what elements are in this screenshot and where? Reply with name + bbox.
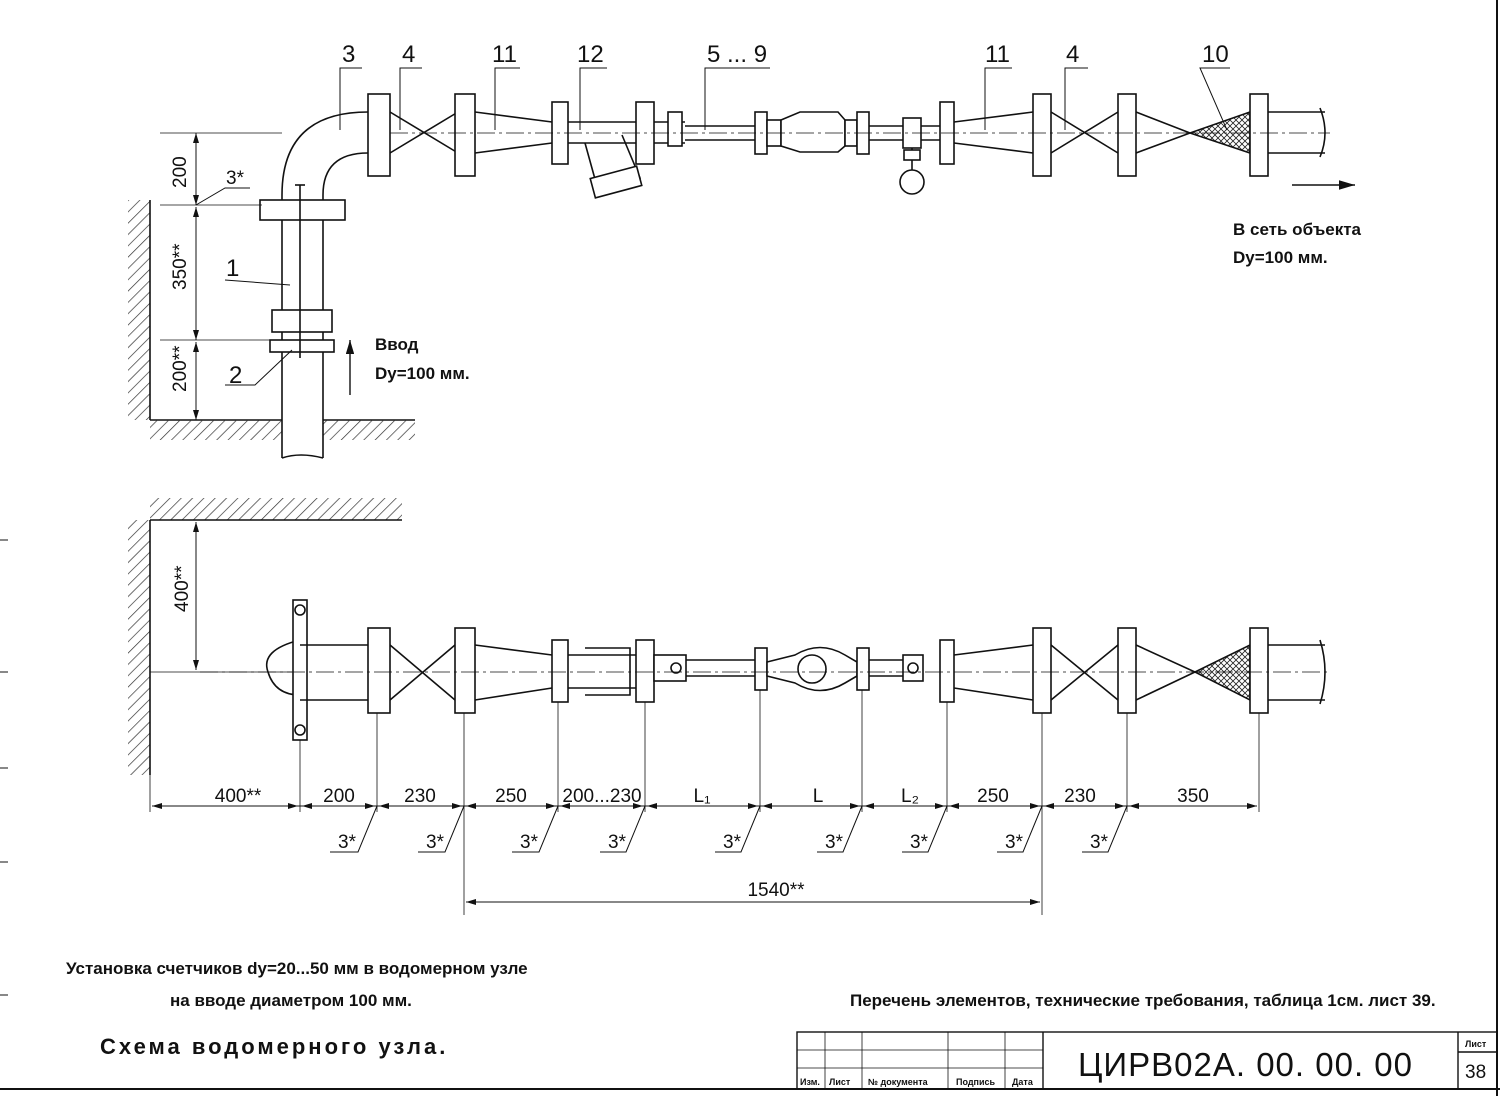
tol-1: 3* [338,832,357,853]
hdim-l1: L₁ [694,786,711,807]
col-sign: Подпись [956,1077,996,1087]
item-label-4b: 4 [1066,41,1079,68]
vdim-350: 350** [170,243,191,290]
tol-9: 3* [1090,832,1109,853]
tol-5: 3* [723,832,742,853]
drawing-code: ЦИРВ02А. 00. 00. 00 [1078,1046,1413,1083]
hdim-350: 350 [1177,786,1209,807]
tol-7: 3* [910,832,929,853]
reference-note: Перечень элементов, технические требован… [850,991,1436,1010]
sheet-label: Лист [1465,1039,1487,1049]
floor-hatch-right [323,420,415,440]
drawing-caption: Схема водомерного узла. [100,1034,448,1059]
item-label-12: 12 [577,41,604,68]
tol-4: 3* [608,832,627,853]
title-block-text: Изм. Лист № документа Подпись Дата Лист … [800,1039,1487,1087]
item-label-11b: 11 [985,41,1010,68]
tol-2: 3* [426,832,445,853]
notes: Установка счетчиков dy=20...50 мм в водо… [66,959,1436,1059]
col-date: Дата [1012,1077,1034,1087]
vdim-400: 400** [172,565,193,612]
tol-3: 3* [520,832,539,853]
hdim-230: 230 [404,786,436,807]
item-label-10: 10 [1202,41,1229,68]
floor-hatch-left [150,420,282,440]
tol-8: 3* [1005,832,1024,853]
item-label-3: 3 [342,41,355,68]
outlet-line2: Dy=100 мм. [1233,248,1328,267]
inlet-line1: Ввод [375,335,419,354]
item-label-5-9: 5 ... 9 [707,41,767,68]
item-label-4: 4 [402,41,415,68]
plan-view [128,498,1330,915]
hdim-230b: 230 [1064,786,1096,807]
hdim-l: L [813,786,824,807]
top-view-labels: 3 4 11 12 5 ... 9 11 4 10 1 2 200 350** … [170,41,1362,392]
title-block [796,1031,1498,1090]
col-izm: Изм. [800,1077,820,1087]
hdim-l2: L₂ [901,786,919,807]
top-view [128,67,1355,459]
plan-view-labels: 400** 400** 200 230 250 200...230 L₁ L L… [172,565,1209,901]
install-note-line2: на вводе диаметром 100 мм. [170,991,412,1010]
hdim-400: 400** [215,786,262,807]
item-label-1: 1 [226,255,239,282]
hdim-200: 200 [323,786,355,807]
install-note-line1: Установка счетчиков dy=20...50 мм в водо… [66,959,528,978]
tol-6: 3* [825,832,844,853]
vdim-200: 200 [170,156,191,188]
tolerance-label: 3* [226,168,245,189]
item-label-11: 11 [492,41,517,68]
vdim-200b: 200** [170,345,191,392]
outlet-line1: В сеть объекта [1233,220,1362,239]
sheet-number: 38 [1465,1062,1486,1083]
overall-dim-1540: 1540** [747,880,805,901]
col-list: Лист [829,1077,851,1087]
hdim-200-230: 200...230 [562,786,641,807]
wall-hatch [128,200,150,420]
item-label-2: 2 [229,362,242,389]
hdim-250: 250 [495,786,527,807]
hdim-250b: 250 [977,786,1009,807]
col-doc: № документа [868,1077,929,1087]
inlet-line2: Dy=100 мм. [375,364,470,383]
